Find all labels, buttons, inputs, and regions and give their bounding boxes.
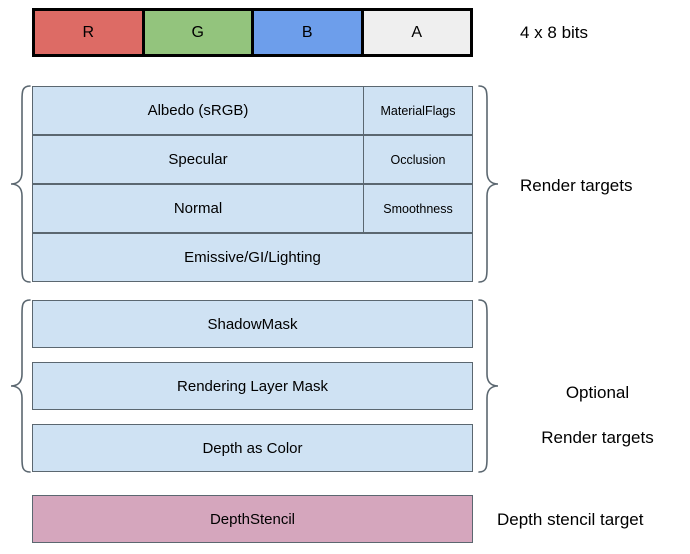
depth-stencil-side-label: Depth stencil target [497, 510, 644, 529]
render-target-row-albedo: Albedo (sRGB) MaterialFlags [32, 86, 473, 135]
optional-render-targets-side-label: Optional Render targets [510, 360, 685, 472]
render-targets-left-brace [8, 84, 32, 284]
render-target-specular-alpha-label: Occlusion [363, 136, 472, 183]
render-targets-side-label: Render targets [520, 176, 633, 195]
bit-cell-r-label: R [82, 23, 95, 41]
render-targets-right-brace [477, 84, 501, 284]
optional-render-target-shadowmask: ShadowMask [32, 300, 473, 348]
render-target-row-emissive: Emissive/GI/Lighting [32, 233, 473, 282]
bit-cell-a: A [363, 11, 470, 54]
depth-stencil-box: DepthStencil [32, 495, 473, 543]
bit-cell-b-label: B [301, 23, 313, 41]
render-target-specular-label: Specular [168, 151, 228, 168]
render-target-albedo-label: Albedo (sRGB) [147, 102, 249, 119]
optional-render-target-depth-as-color: Depth as Color [32, 424, 473, 472]
optional-render-targets-side-label-line2: Render targets [541, 428, 654, 448]
bit-cell-a-label: A [411, 23, 423, 41]
bit-bar: R G B A [32, 8, 473, 57]
optional-render-target-rendering-layer-mask: Rendering Layer Mask [32, 362, 473, 410]
bit-cell-g-label: G [191, 23, 204, 41]
optional-render-targets-left-brace [8, 298, 32, 474]
bit-cell-b: B [254, 11, 364, 54]
bit-cell-g: G [144, 11, 254, 54]
optional-render-target-depth-as-color-label: Depth as Color [202, 439, 303, 457]
bit-cell-r: R [35, 11, 145, 54]
render-target-normal-alpha-label: Smoothness [363, 185, 472, 232]
render-targets-grid: Albedo (sRGB) MaterialFlags Specular Occ… [32, 86, 473, 282]
optional-render-target-shadowmask-label: ShadowMask [207, 315, 298, 333]
render-target-row-specular: Specular Occlusion [32, 135, 473, 184]
optional-render-target-rendering-layer-mask-label: Rendering Layer Mask [177, 377, 328, 395]
optional-render-targets-side-label-line1: Optional [565, 383, 630, 403]
optional-render-targets-right-brace [477, 298, 501, 474]
render-target-albedo-alpha-label: MaterialFlags [363, 87, 472, 134]
render-target-emissive-label: Emissive/GI/Lighting [184, 249, 321, 266]
depth-stencil-box-label: DepthStencil [209, 510, 296, 528]
render-target-normal-label: Normal [173, 200, 223, 217]
bit-bar-side-label: 4 x 8 bits [520, 23, 589, 42]
render-target-row-normal: Normal Smoothness [32, 184, 473, 233]
